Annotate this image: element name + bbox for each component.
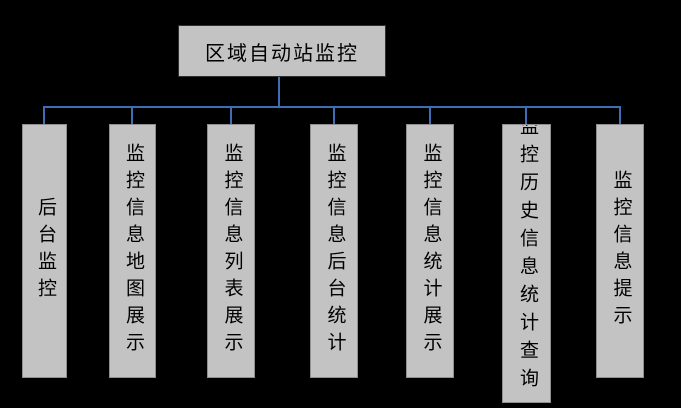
connector-stub-6 — [525, 106, 527, 124]
diagram-child-node-statistics-display: 监控信息统计展示 — [406, 124, 454, 378]
diagram-child-node-history-statistics-query: 监控历史信息统计查询 — [502, 124, 551, 403]
child-node-label: 后台监控 — [34, 197, 56, 305]
child-node-label: 监控信息后台统计 — [324, 143, 346, 359]
connector-root-stub — [278, 77, 280, 106]
root-node-label: 区域自动站监控 — [205, 42, 359, 65]
connector-stub-7 — [619, 106, 621, 124]
connector-stub-4 — [333, 106, 335, 124]
child-node-label: 监控信息统计展示 — [420, 143, 442, 359]
child-node-label: 监控信息列表展示 — [221, 143, 243, 359]
connector-stub-1 — [43, 106, 45, 124]
connector-stub-5 — [429, 106, 431, 124]
diagram-child-node-backend-statistics: 监控信息后台统计 — [310, 124, 358, 378]
diagram-child-node-backend-monitoring: 后台监控 — [22, 124, 67, 378]
connector-stub-3 — [230, 106, 232, 124]
diagram-child-node-info-prompt: 监控信息提示 — [596, 124, 644, 378]
child-node-label: 监控信息提示 — [610, 170, 632, 332]
connector-horizontal-line — [44, 106, 621, 108]
child-node-label: 监控历史信息统计查询 — [516, 124, 538, 396]
child-node-label: 监控信息地图展示 — [122, 143, 144, 359]
diagram-root-node: 区域自动站监控 — [178, 25, 386, 77]
diagram-child-node-map-display: 监控信息地图展示 — [109, 124, 156, 378]
diagram-child-node-list-display: 监控信息列表展示 — [207, 124, 255, 378]
connector-stub-2 — [131, 106, 133, 124]
